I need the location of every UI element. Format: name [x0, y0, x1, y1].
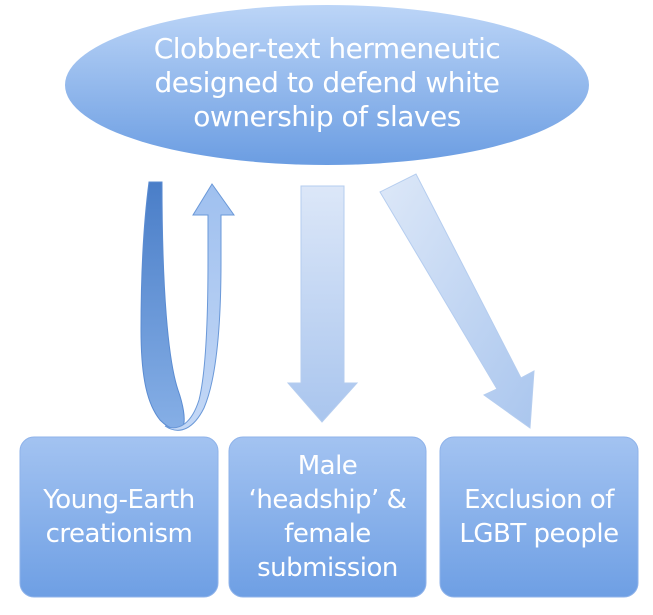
box-exclusion-label: Exclusion of LGBT people	[440, 483, 638, 551]
diagonal-arrow	[379, 173, 535, 429]
loop-arrow	[140, 181, 235, 431]
box-line: Male	[297, 451, 358, 481]
box-male-headship-label: Male ‘headship’ & female submission	[229, 449, 426, 585]
top-node-label: Clobber-text hermeneutic designed to def…	[92, 32, 562, 134]
box-male-headship	[228, 436, 427, 598]
top-node-line: ownership of slaves	[193, 100, 461, 133]
top-node-line: designed to defend white	[154, 66, 500, 99]
top-node-line: Clobber-text hermeneutic	[153, 32, 501, 65]
box-line: submission	[257, 553, 398, 583]
down-arrow	[286, 185, 359, 423]
box-line: female	[284, 519, 371, 549]
box-line: ‘headship’ &	[248, 485, 407, 515]
box-young-earth-label: Young-Earth creationism	[20, 483, 218, 551]
box-young-earth	[19, 436, 219, 598]
box-exclusion	[439, 436, 639, 598]
box-line: Exclusion of	[464, 485, 614, 515]
top-node-ellipse	[65, 5, 589, 165]
box-line: creationism	[45, 519, 193, 549]
box-line: LGBT people	[459, 519, 619, 549]
box-line: Young-Earth	[43, 485, 195, 515]
